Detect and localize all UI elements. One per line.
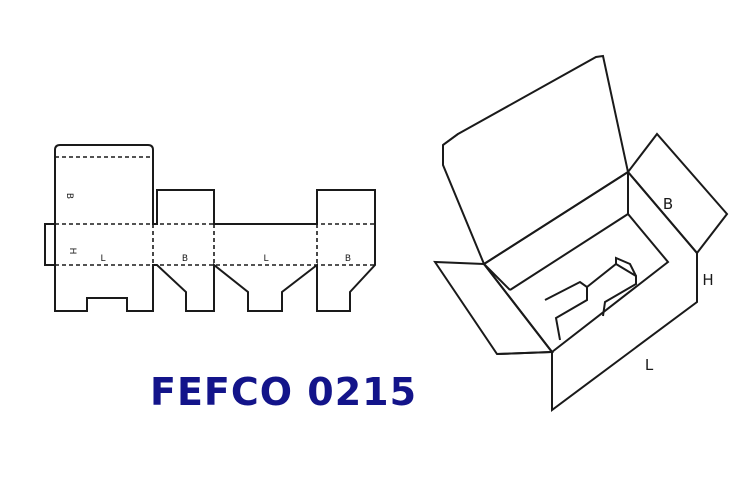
label-3d-b: B	[663, 195, 673, 213]
pattern-outline	[44, 144, 376, 312]
page-title: FEFCO 0215	[150, 370, 418, 414]
box-inner-wall	[509, 212, 670, 353]
box-3d: B H L	[433, 54, 729, 412]
flat-pattern: B H L B L B	[44, 144, 376, 312]
box-insert	[544, 256, 637, 341]
box-right-flap	[626, 132, 729, 255]
label-b-top: B	[64, 193, 74, 199]
label-l-2: L	[263, 254, 268, 264]
box-lid	[442, 54, 630, 266]
label-3d-h: H	[702, 271, 713, 289]
label-b-1: B	[182, 254, 188, 264]
label-b-2: B	[345, 254, 351, 264]
label-3d-l: L	[645, 356, 654, 374]
label-h: H	[67, 248, 77, 255]
label-l-1: L	[100, 254, 105, 264]
